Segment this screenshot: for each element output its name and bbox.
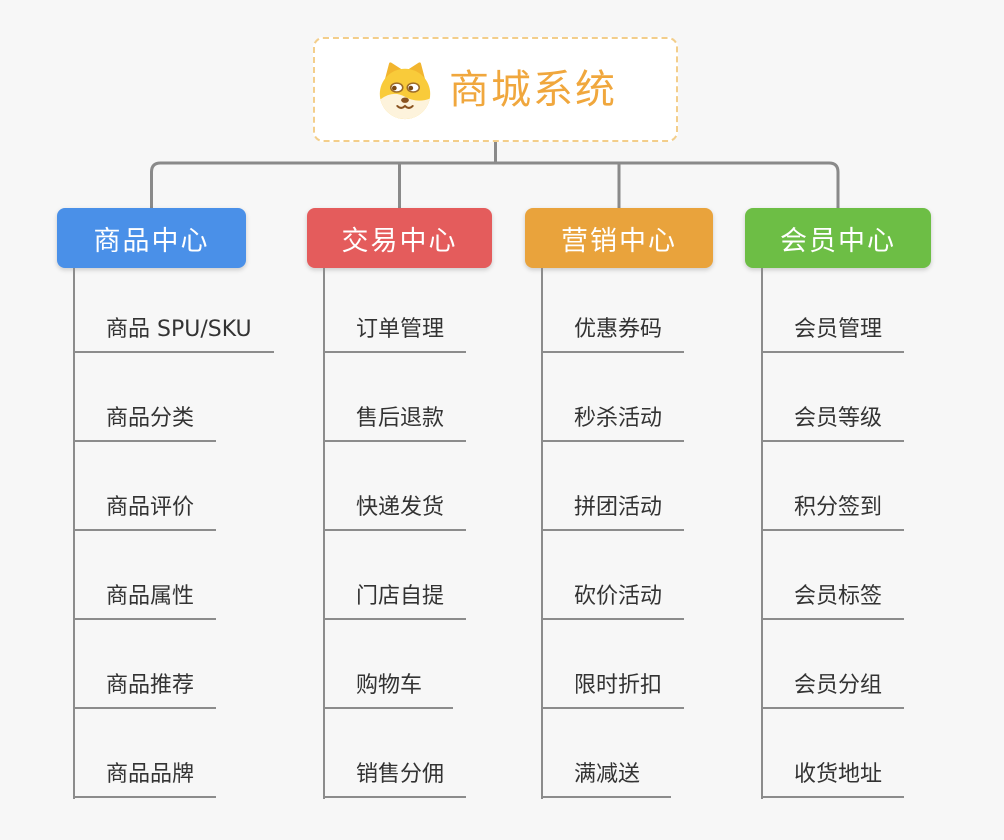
leaf-item[interactable]: 会员等级 bbox=[761, 396, 905, 442]
leaf-item[interactable]: 秒杀活动 bbox=[541, 396, 685, 442]
root-node[interactable]: 商城系统 bbox=[313, 37, 678, 142]
branch-label: 交易中心 bbox=[341, 225, 458, 257]
leaf-item[interactable]: 商品品牌 bbox=[73, 752, 217, 798]
branch-node-member-center[interactable]: 会员中心 bbox=[745, 208, 931, 268]
leaf-item[interactable]: 积分签到 bbox=[761, 485, 905, 531]
branch-label: 商品中心 bbox=[93, 225, 210, 257]
leaf-item[interactable]: 满减送 bbox=[541, 752, 671, 798]
bus-line bbox=[150, 161, 840, 208]
leaf-item[interactable]: 会员标签 bbox=[761, 574, 905, 620]
leaf-item[interactable]: 收货地址 bbox=[761, 752, 905, 798]
leaf-item[interactable]: 商品属性 bbox=[73, 574, 217, 620]
leaf-item[interactable]: 销售分佣 bbox=[323, 752, 467, 798]
leaf-item[interactable]: 砍价活动 bbox=[541, 574, 685, 620]
leaf-item[interactable]: 快递发货 bbox=[323, 485, 467, 531]
leaf-item[interactable]: 订单管理 bbox=[323, 307, 467, 353]
branch-label: 营销中心 bbox=[561, 225, 677, 257]
leaf-item[interactable]: 商品分类 bbox=[73, 396, 217, 442]
branch-node-product-center[interactable]: 商品中心 bbox=[57, 208, 246, 268]
leaf-item[interactable]: 售后退款 bbox=[323, 396, 467, 442]
leaf-item[interactable]: 商品 SPU/SKU bbox=[73, 307, 274, 353]
leaf-item[interactable]: 门店自提 bbox=[323, 574, 467, 620]
leaf-item[interactable]: 拼团活动 bbox=[541, 485, 685, 531]
leaf-item[interactable]: 购物车 bbox=[323, 663, 453, 709]
branch-node-trade-center[interactable]: 交易中心 bbox=[307, 208, 492, 268]
leaf-item[interactable]: 会员分组 bbox=[761, 663, 905, 709]
leaf-item[interactable]: 限时折扣 bbox=[541, 663, 685, 709]
root-title: 商城系统 bbox=[449, 66, 617, 113]
leaf-item[interactable]: 商品评价 bbox=[73, 485, 217, 531]
leaf-item[interactable]: 会员管理 bbox=[761, 307, 905, 353]
leaf-item[interactable]: 优惠券码 bbox=[541, 307, 685, 353]
shiba-dog-face-icon bbox=[374, 59, 436, 121]
branch-label: 会员中心 bbox=[780, 225, 896, 257]
leaf-item[interactable]: 商品推荐 bbox=[73, 663, 217, 709]
branch-node-marketing-center[interactable]: 营销中心 bbox=[525, 208, 713, 268]
